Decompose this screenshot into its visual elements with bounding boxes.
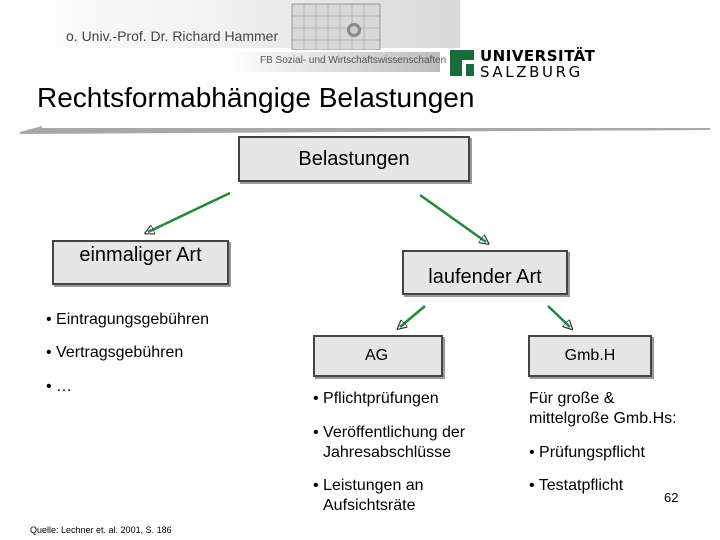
logo-text-salzburg: SALZBURG (480, 63, 583, 81)
faculty-band (230, 52, 440, 72)
page-number: 62 (664, 490, 679, 505)
university-logo-mark (450, 50, 474, 76)
logo-text-universitaet: UNIVERSITÄT (480, 47, 596, 65)
title-underline (20, 126, 710, 134)
ag-item-pflichtpruefungen: • Pflichtprüfungen (313, 390, 439, 407)
ag-item-aufsichtsraete: Aufsichtsräte (323, 497, 416, 514)
source-citation: Quelle: Lechner et. al. 2001, S. 186 (30, 525, 172, 535)
gmbh-item-testatpflicht: • Testatpflicht (529, 477, 624, 494)
header-band (0, 0, 460, 48)
list-item-ellipsis: • … (46, 378, 73, 395)
list-item-eintragungsgebuehren: • Eintragungsgebühren (46, 311, 210, 328)
gmbh-item-pruefungspflicht: • Prüfungspflicht (529, 444, 645, 461)
arrow-laufend-to-ag (400, 305, 426, 327)
arrow-laufend-to-gmbh (547, 305, 570, 327)
list-item-vertragsgebuehren: • Vertragsgebühren (46, 344, 184, 361)
university-logo: UNIVERSITÄT SALZBURG (448, 46, 595, 81)
ag-item-jahresabschluesse: Jahresabschlüsse (323, 444, 452, 461)
ag-item-veroeffentlichung: • Veröffentlichung der (313, 424, 466, 441)
arrow-root-to-laufend (419, 193, 486, 242)
ag-item-leistungen: • Leistungen an (313, 477, 424, 494)
author-name: o. Univ.-Prof. Dr. Richard Hammer (66, 28, 279, 44)
building-illustration (291, 3, 381, 50)
box-ag: AG (313, 335, 443, 377)
gmbh-intro-line1: Für große & (529, 390, 615, 407)
box-gmbh: Gmb.H (528, 335, 652, 377)
gmbh-intro-line2: mittelgroße Gmb.Hs: (529, 410, 677, 427)
root-box-belastungen: Belastungen (238, 136, 470, 182)
arrow-root-to-einmalig (148, 191, 231, 232)
box-laufender-art: laufender Art (402, 250, 568, 295)
box-einmaliger-art: einmaliger Art (52, 240, 229, 285)
faculty-name: FB Sozial- und Wirtschaftswissenschaften (260, 55, 447, 66)
slide-title: Rechtsformabhängige Belastungen (37, 82, 475, 113)
